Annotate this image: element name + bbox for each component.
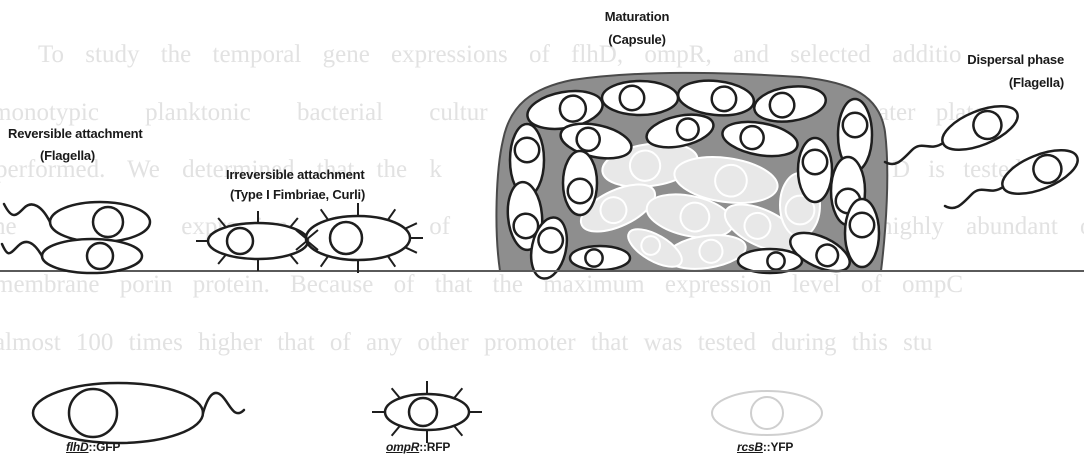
maturation-label: Maturation — [577, 9, 697, 24]
flhd-reporter-label: flhD::GFP — [66, 440, 120, 454]
reporter-suffix: ::GFP — [89, 440, 121, 454]
bacterium-cell — [997, 141, 1084, 202]
reversible-attachment-label: Reversible attachment — [8, 126, 143, 141]
dispersal-phase-label: Dispersal phase — [967, 52, 1064, 67]
reporter-suffix: ::RFP — [419, 440, 450, 454]
gene-name: rcsB — [737, 440, 763, 454]
fimbria — [388, 209, 395, 220]
fimbria — [290, 255, 298, 264]
cell-body — [738, 249, 802, 273]
cell-body — [937, 97, 1024, 158]
bacterium-cell — [798, 138, 832, 202]
fimbria — [218, 218, 226, 227]
fimbria — [392, 388, 400, 398]
fimbriae-curli-label: (Type I Fimbriae, Curli) — [230, 187, 365, 202]
cell-body — [570, 246, 630, 270]
cell-body — [563, 151, 597, 215]
fimbria — [454, 426, 462, 436]
fimbria — [290, 218, 298, 227]
cell-body — [42, 239, 142, 273]
flagellum — [885, 143, 943, 164]
cell-body — [602, 81, 678, 115]
bacterium-cell — [738, 249, 802, 273]
reversible-flagella-label: (Flagella) — [40, 148, 95, 163]
flagellum — [945, 187, 1003, 208]
cell-body — [798, 138, 832, 202]
flagellum — [2, 242, 42, 256]
flagellum — [4, 204, 50, 222]
fimbria — [405, 223, 417, 228]
cell-body — [845, 199, 879, 267]
bacterium-cell — [937, 97, 1024, 158]
flagellum — [203, 393, 244, 413]
bacterium-cell — [33, 383, 203, 443]
cell-body — [208, 223, 308, 259]
bacterium-cell — [570, 246, 630, 270]
bacterium-cell — [372, 381, 482, 443]
cell-body — [997, 141, 1084, 202]
fimbria — [392, 426, 400, 436]
bacterium-cell — [845, 199, 879, 267]
cell-body — [306, 216, 410, 260]
bacterium-cell — [50, 202, 150, 242]
fimbria — [388, 256, 395, 267]
bacterium-cell — [712, 391, 822, 435]
bacterium-cell — [602, 81, 678, 115]
ompr-reporter-label: ompR::RFP — [386, 440, 450, 454]
rcsb-reporter-label: rcsB::YFP — [737, 440, 793, 454]
dispersal-flagella-label: (Flagella) — [1009, 75, 1064, 90]
bacterium-cell — [563, 151, 597, 215]
gene-name: ompR — [386, 440, 419, 454]
capsule-label: (Capsule) — [577, 32, 697, 47]
fimbria — [218, 255, 226, 264]
fimbria — [454, 388, 462, 398]
irreversible-attachment-label: Irreversible attachment — [226, 167, 364, 182]
bacterium-cell — [196, 211, 308, 271]
bacterium-cell — [306, 203, 423, 273]
fimbria — [321, 209, 328, 220]
fimbria — [405, 247, 417, 252]
reporter-suffix: ::YFP — [763, 440, 793, 454]
gene-name: flhD — [66, 440, 89, 454]
fimbria — [321, 256, 328, 267]
bacterium-cell — [42, 239, 142, 273]
